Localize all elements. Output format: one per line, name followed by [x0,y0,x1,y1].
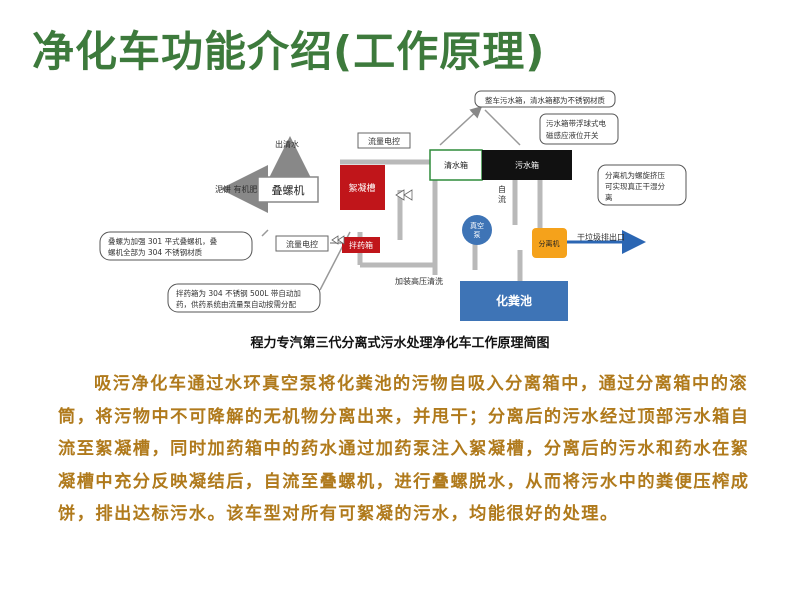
pipes [340,159,543,285]
flow-control-1: 流量电控 [357,132,411,149]
svg-text:拌药箱为 304 不锈钢 500L 带自动加: 拌药箱为 304 不锈钢 500L 带自动加 [176,288,301,298]
pointer-clean [439,105,483,146]
gravity-label-2: 流 [498,194,506,204]
gravity-label: 自 [498,184,506,194]
svg-text:泵: 泵 [474,231,481,239]
svg-text:污水箱: 污水箱 [515,160,539,170]
svg-text:磁感应液位开关: 磁感应液位开关 [546,130,599,140]
flow-control-2: 流量电控 [275,235,329,252]
callout-dosing: 拌药箱为 304 不锈钢 500L 带自动加 药，供药系统由流量泵自动按需分配 [167,283,321,313]
svg-text:整车污水箱，清水箱都为不锈钢材质: 整车污水箱，清水箱都为不锈钢材质 [485,95,605,105]
svg-text:叠螺为加强 301 平式叠螺机，叠: 叠螺为加强 301 平式叠螺机，叠 [108,236,218,246]
clean-water-tank: 清水箱 [429,149,483,181]
dosing-tank: 拌药箱 [342,237,380,253]
pointer-screw [261,229,269,237]
svg-text:流量电控: 流量电控 [368,136,400,146]
svg-text:分离机为螺旋挤压: 分离机为螺旋挤压 [605,170,665,180]
sludge-label: 泥饼 有机肥 [215,184,258,194]
sewage-tank: 污水箱 [482,150,572,180]
svg-text:螺机全部为 304 不锈钢材质: 螺机全部为 304 不锈钢材质 [108,247,203,257]
svg-text:叠螺机: 叠螺机 [272,183,305,197]
high-pressure-label: 加装高压清洗 [395,276,443,286]
callout-top: 整车污水箱，清水箱都为不锈钢材质 [474,90,616,108]
description-paragraph: 吸污净化车通过水环真空泵将化粪池的污物自吸入分离箱中，通过分离箱中的滚筒，将污物… [58,374,750,524]
svg-text:流量电控: 流量电控 [286,239,318,249]
pointer-sewage [484,109,521,146]
process-diagram: 整车污水箱，清水箱都为不锈钢材质 污水箱带浮球式电 磁感应液位开关 分离机为螺旋… [99,90,687,321]
svg-text:化粪池: 化粪池 [496,293,532,308]
svg-text:分离机: 分离机 [539,239,560,248]
svg-text:可实现真正干湿分: 可实现真正干湿分 [605,181,665,191]
callout-float-switch: 污水箱带浮球式电 磁感应液位开关 [539,113,619,145]
svg-text:絮凝槽: 絮凝槽 [348,182,375,194]
callout-separator: 分离机为螺旋挤压 可实现真正干湿分 离 [597,164,687,206]
svg-text:拌药箱: 拌药箱 [349,240,373,250]
septic-tank: 化粪池 [460,281,568,321]
callout-screw: 叠螺为加强 301 平式叠螺机，叠 螺机全部为 304 不锈钢材质 [99,231,253,261]
vacuum-pump: 真空 泵 [462,215,492,245]
valve-icon-2 [331,235,345,245]
valve-icon [395,189,413,201]
svg-text:真空: 真空 [470,221,484,230]
svg-text:离: 离 [605,192,613,202]
separator: 分离机 [532,228,567,258]
svg-text:药，供药系统由流量泵自动按需分配: 药，供药系统由流量泵自动按需分配 [176,299,296,309]
svg-text:污水箱带浮球式电: 污水箱带浮球式电 [546,118,606,128]
page-title: 净化车功能介绍(工作原理) [32,27,546,76]
dry-waste-label: 干垃圾排出口 [577,232,625,242]
diagram-caption: 程力专汽第三代分离式污水处理净化车工作原理简图 [250,336,550,351]
screw-press: 叠螺机 [257,176,319,203]
clean-water-label: 出清水 [275,139,299,149]
svg-text:清水箱: 清水箱 [444,160,468,170]
flocculation-tank: 絮凝槽 [340,165,385,210]
